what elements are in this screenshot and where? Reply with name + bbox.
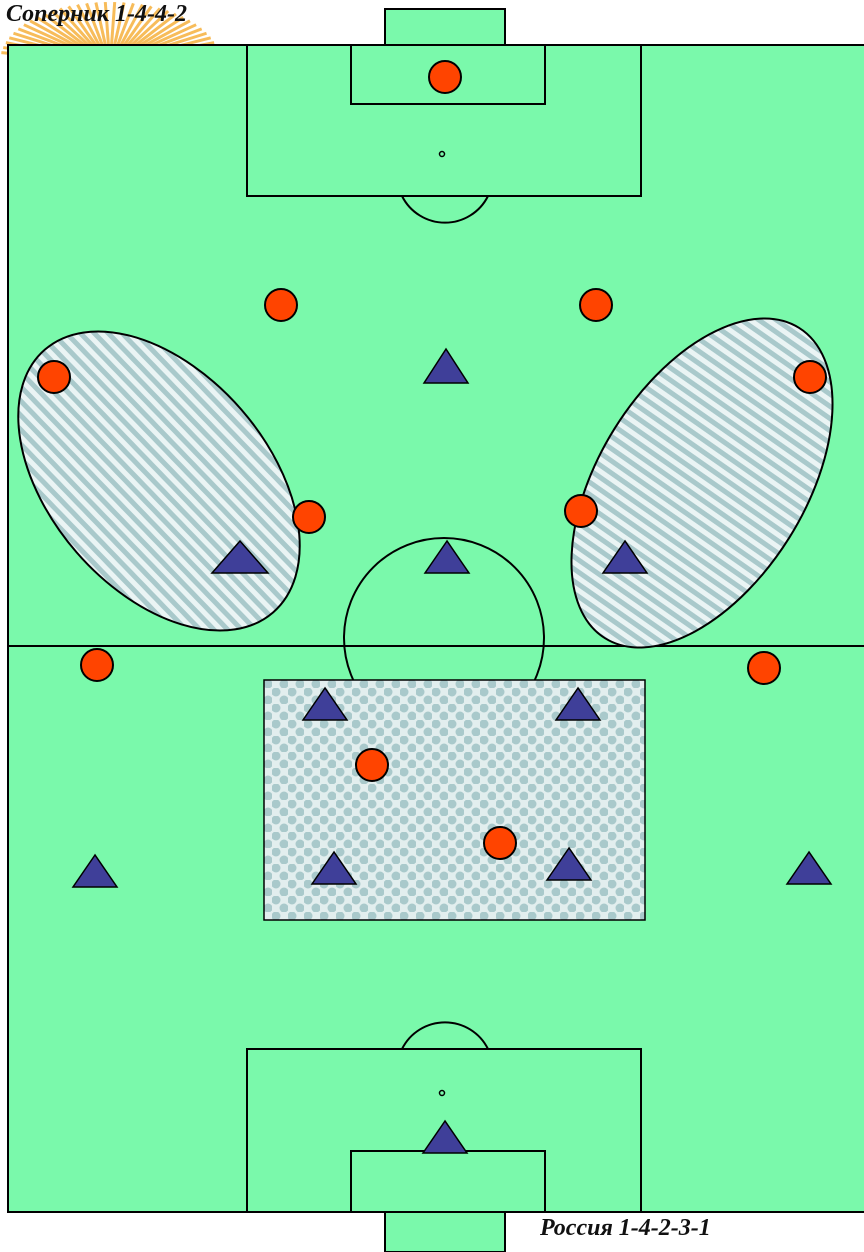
opponent-player	[580, 289, 612, 321]
opponent-player	[293, 501, 325, 533]
opponent-player	[484, 827, 516, 859]
opponent-player	[565, 495, 597, 527]
opponent-player-gk	[429, 61, 461, 93]
opponent-player	[81, 649, 113, 681]
opponent-player	[794, 361, 826, 393]
top-goal	[385, 9, 505, 45]
bottom-goal	[385, 1212, 505, 1252]
pitch-field	[8, 45, 864, 1212]
opponent-player	[265, 289, 297, 321]
opponent-formation-label: Соперник 1-4-4-2	[6, 2, 187, 26]
opponent-player	[748, 652, 780, 684]
opponent-player	[38, 361, 70, 393]
russia-formation-label: Россия 1-4-2-3-1	[540, 1216, 711, 1240]
opponent-player	[356, 749, 388, 781]
